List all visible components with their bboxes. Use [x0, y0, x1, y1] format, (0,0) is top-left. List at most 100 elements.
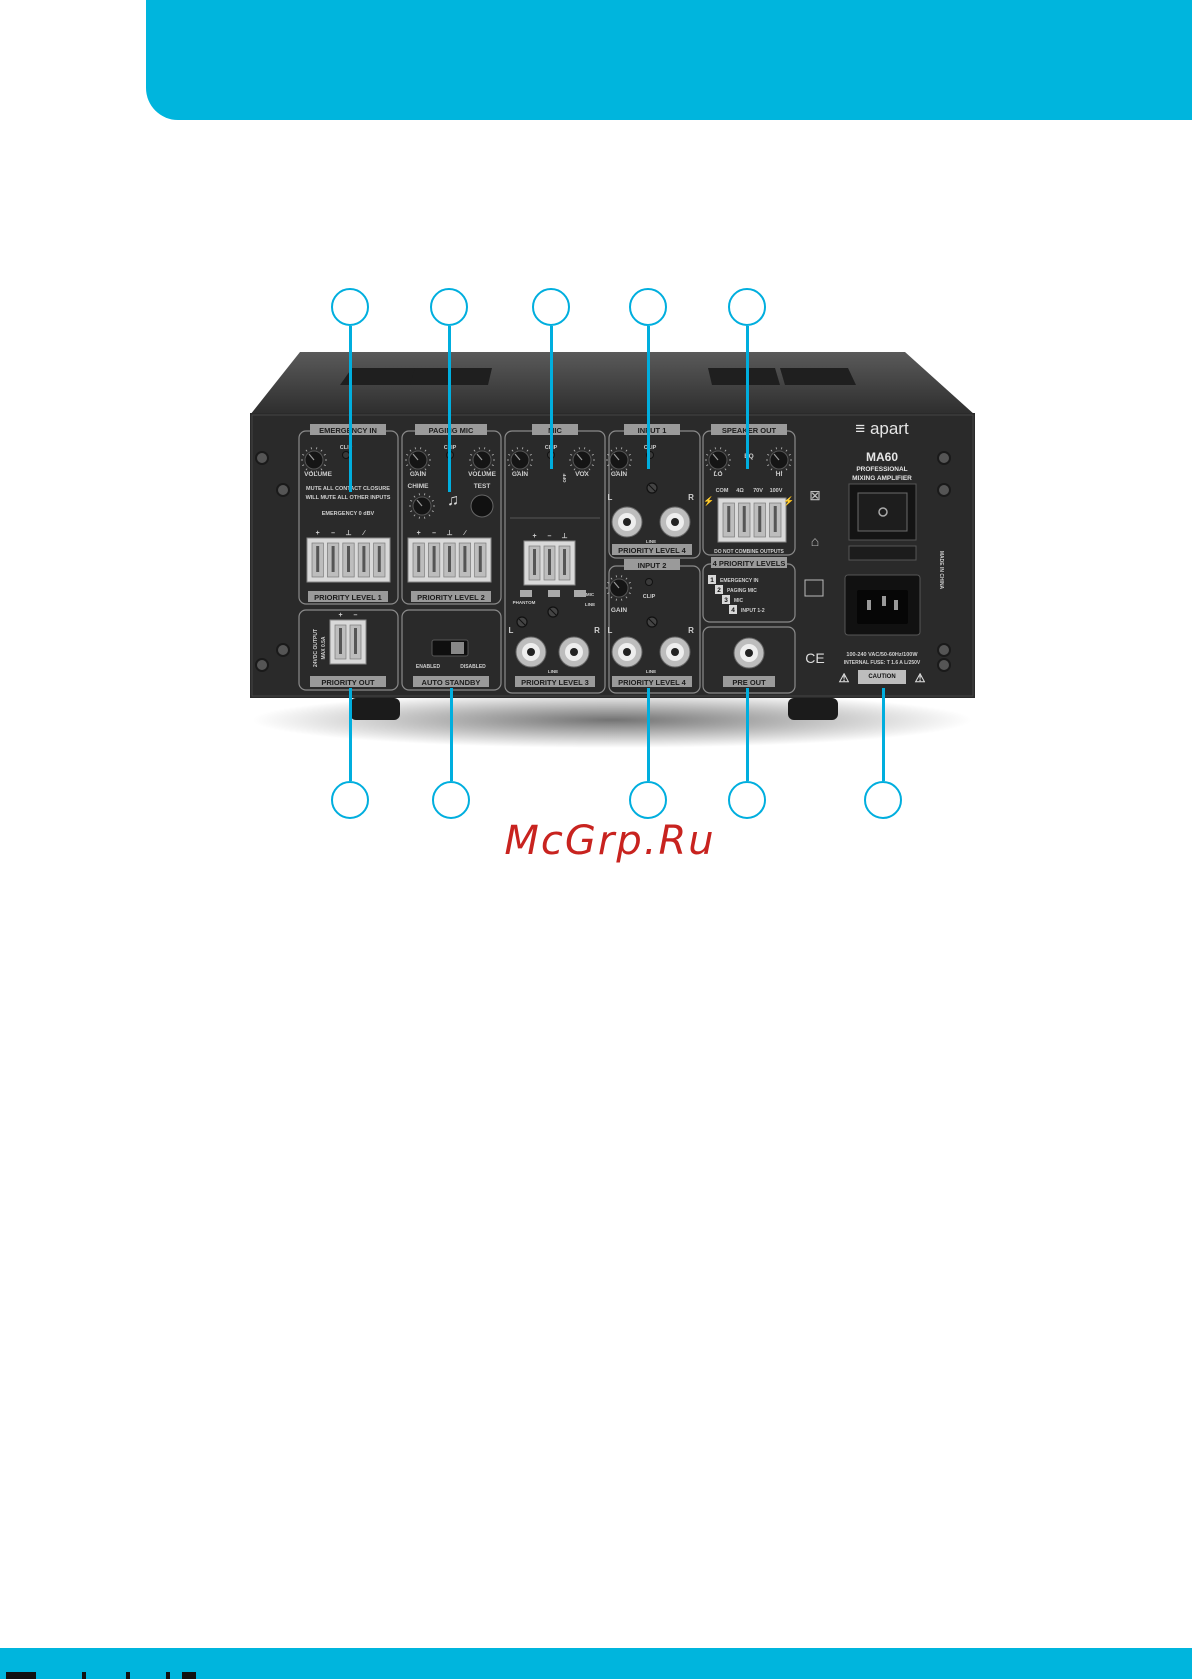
knob-paging-volume-tick	[473, 449, 476, 452]
leader-2	[448, 326, 451, 492]
terminal-paging-slot	[417, 546, 421, 572]
knob-paging-gain-tick	[409, 449, 412, 452]
priority-out-note-2: MAX 0.5A	[321, 636, 327, 659]
terminal-paging-slot	[448, 546, 451, 572]
priority-num-0: 1	[710, 577, 714, 584]
knob-paging-gain-tick	[427, 464, 430, 467]
knob-mic-vox-tick	[588, 468, 591, 471]
knob-speaker-lo-tick	[706, 453, 709, 456]
knob-input2-gain-tick	[610, 596, 613, 599]
terminal-mic-slot	[563, 549, 566, 575]
knob-chime	[409, 493, 435, 519]
knob-speaker-hi-tick	[788, 453, 791, 456]
knob-chime-tick	[428, 514, 431, 517]
priority-emergency-bg	[308, 591, 388, 602]
priority-num-bg-1	[715, 585, 723, 594]
knob-input1-gain-tick	[625, 468, 628, 471]
brand-logo: ≡ apart	[855, 419, 909, 438]
title-emergency-in-bg	[310, 424, 386, 435]
rca-pre-out	[745, 649, 753, 657]
knob-emergency-volume-pointer	[308, 453, 315, 461]
knob-emergency-volume-tick	[323, 464, 326, 467]
knob-input2-gain	[606, 575, 632, 601]
knob-input2-gain-pointer	[613, 581, 620, 589]
leader-5	[746, 326, 749, 469]
callout-6	[331, 781, 369, 819]
label-tap-2: 70V	[753, 488, 763, 494]
knob-input1-gain-tick	[610, 449, 613, 452]
knob-mic-vox-tick	[591, 464, 594, 467]
knob-mic-gain-tick	[529, 453, 532, 456]
caution-label	[858, 670, 906, 684]
warning-icon-left: ⚠	[839, 671, 850, 685]
label-tap-1: 4Ω	[736, 488, 744, 494]
switch-phantom	[520, 590, 532, 597]
input2-screw-slot	[648, 618, 656, 626]
terminal-mic-slot	[533, 549, 536, 575]
knob-paging-volume-tick	[488, 468, 491, 471]
knob-paging-volume-tick	[488, 449, 491, 452]
title-speaker-out: SPEAKER OUT	[722, 426, 777, 435]
terminal-speaker-slot	[742, 506, 746, 532]
terminal-priority-out-sign: –	[354, 612, 358, 619]
priority-mic: PRIORITY LEVEL 3	[521, 678, 589, 687]
priority-num-1: 2	[717, 587, 721, 594]
knob-mic-gain-tick	[529, 464, 532, 467]
terminal-emergency-sign: –	[331, 530, 335, 537]
knob-paging-gain-pointer	[412, 453, 419, 461]
terminal-paging-sign: ∕	[462, 530, 467, 537]
emergency-note-1: MUTE ALL CONTACT CLOSURE	[306, 486, 390, 492]
footer-marks	[6, 1672, 206, 1679]
knob-emergency-volume-tick	[323, 453, 326, 456]
model-desc-2: MIXING AMPLIFIER	[852, 475, 912, 482]
knob-speaker-hi-tick	[785, 449, 788, 452]
knob-speaker-hi-tick	[767, 464, 770, 467]
knob-mic-gain-tick	[508, 453, 511, 456]
terminal-mic-slot	[548, 549, 551, 575]
label-input1-clip: CLIP	[644, 445, 657, 451]
knob-paging-gain-tick	[409, 468, 412, 471]
terminal-speaker-slot	[773, 506, 777, 532]
terminal-priority-out-slot	[339, 628, 342, 654]
knob-mic-gain-tick	[508, 464, 511, 467]
title-mic-bg	[532, 424, 578, 435]
priority-label-3: INPUT 1-2	[741, 608, 765, 614]
terminal-priority-out-slot	[354, 628, 357, 654]
label-input2-r: R	[688, 626, 694, 635]
knob-mic-vox-tick	[573, 468, 576, 471]
priority-num-3: 4	[731, 607, 735, 614]
knob-chime-tick	[410, 499, 413, 502]
title-priority-levels-bg	[711, 557, 787, 568]
label-mic-vox: VOX	[575, 471, 589, 478]
label-input2-clip: CLIP	[643, 594, 656, 600]
title-priority-out-bg	[310, 676, 386, 687]
callout-5	[728, 288, 766, 326]
knob-speaker-lo-pointer	[712, 453, 719, 461]
label-input2-rca: LINE	[646, 669, 656, 674]
knob-input1-gain	[606, 447, 632, 473]
terminal-paging-sign: +	[417, 530, 421, 537]
label-input1-gain: GAIN	[611, 471, 628, 478]
knob-chime-tick	[410, 510, 413, 513]
speaker-bolt-right: ⚡	[783, 495, 794, 507]
priority-input1-bg	[612, 544, 692, 555]
label-input2-l: L	[608, 626, 613, 635]
switch-mic-line	[548, 590, 560, 597]
switch-mic-line-2	[574, 590, 586, 597]
box-priority-out	[298, 609, 399, 691]
knob-input1-gain-tick	[628, 453, 631, 456]
terminal-emergency-slot	[331, 546, 335, 572]
rca-input2-l	[623, 648, 631, 656]
speaker-bolt-left: ⚡	[703, 495, 714, 507]
knob-mic-vox-tick	[570, 453, 573, 456]
knob-input2-gain-tick	[625, 596, 628, 599]
emergency-level: EMERGENCY 0 dBV	[322, 511, 375, 517]
knob-speaker-lo-tick	[727, 453, 730, 456]
label-input1-r: R	[688, 493, 694, 502]
knob-mic-vox-tick	[570, 464, 573, 467]
title-input2-bg	[624, 559, 680, 570]
knob-input1-gain-tick	[628, 464, 631, 467]
knob-speaker-hi-pointer	[773, 453, 780, 461]
rca-mic-l	[527, 648, 535, 656]
